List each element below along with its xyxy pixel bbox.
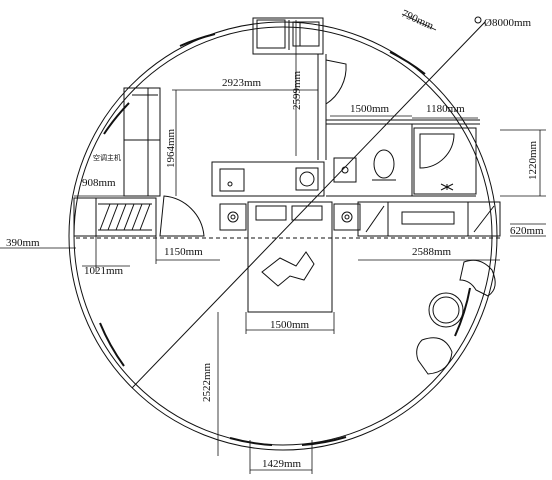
kitchen-counter [211,161,325,197]
label-vertical-kitchen: 2599mm [291,70,303,110]
diameter-line [131,21,486,389]
bed [247,201,333,313]
cooktop [295,167,319,191]
label-ac-unit: 空调主机 [93,153,121,162]
left-closet [123,87,161,197]
left-cabinet [73,197,157,237]
window-segments [99,33,471,446]
nightstand-left [219,203,247,231]
toilet [373,149,395,179]
label-left-offset: 390mm [6,237,40,249]
label-diameter: Ø8000mm [484,17,532,29]
label-left-module: 1021mm [84,265,124,277]
bed-cushions [261,251,315,287]
label-closet-height: 1964mm [165,128,177,168]
label-door-span: 1150mm [164,246,203,258]
label-closet-depth: 908mm [82,177,116,189]
right-cabinet [357,201,501,237]
label-bath-width: 1180mm [426,103,465,115]
label-door-gap: 790mm [400,8,436,33]
label-bottom-height: 2522mm [201,362,213,402]
chair-bottom [416,337,453,375]
diameter-circle-mark [474,16,482,24]
label-right-depth: 620mm [510,225,544,237]
door-swing-left [159,195,205,237]
label-bath-height: 1220mm [527,140,539,180]
nightstand-right [333,203,361,231]
door-swing-top [325,59,347,105]
dimension-lines [0,13,546,474]
shower [413,127,477,195]
shower-head-icon [440,183,454,191]
pillow-right [291,205,323,221]
chair-right [459,259,496,297]
label-right-span: 2588mm [412,246,452,258]
round-table [428,292,464,328]
storage-hatching [98,203,152,231]
bath-sink [333,157,357,183]
sink [219,168,245,192]
label-bed-width: 1500mm [270,319,310,331]
label-bottom-door: 1429mm [262,458,302,470]
pillow-left [255,205,287,221]
label-hallway: 1500mm [350,103,390,115]
label-top-width: 2923mm [222,77,262,89]
fridge-unit [252,17,324,55]
